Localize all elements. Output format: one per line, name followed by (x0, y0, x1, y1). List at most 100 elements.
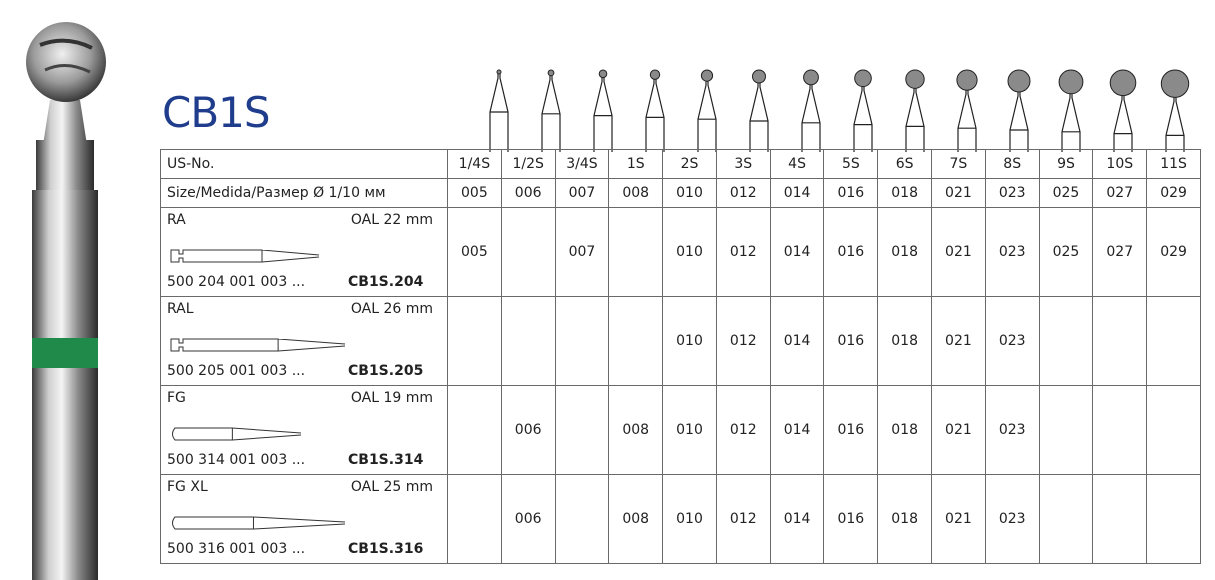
shank-size-cell: 018 (877, 207, 933, 297)
size-cell: 029 (1146, 178, 1201, 208)
shank-size-cell: 010 (662, 385, 717, 475)
size-cell: 012 (715, 178, 771, 208)
shank-size-cell (500, 296, 556, 386)
bur-photo (26, 22, 106, 580)
shank-size-cell: 023 (984, 385, 1040, 475)
shank-size-cell: 008 (608, 385, 664, 475)
size-cell: 027 (1092, 178, 1148, 208)
size-label: Size/Medida/Размер Ø 1/10 мм (160, 178, 448, 208)
size-cell: 025 (1038, 178, 1094, 208)
shank-size-cell (1038, 296, 1094, 386)
shank-info-cell: RAL OAL 26 mm 500 205 001 003 ... CB1S.205 (160, 296, 448, 386)
us-number-cell: 5S (823, 149, 879, 179)
shank-size-cell: 010 (662, 207, 717, 297)
shank-size-cell (447, 385, 502, 475)
shank-size-cell (608, 296, 664, 386)
shank-size-cell (1146, 296, 1201, 386)
size-cell: 006 (500, 178, 556, 208)
us-number-cell: 10S (1092, 149, 1148, 179)
shank-overall-length: OAL 19 mm (350, 390, 433, 406)
shank-size-cell: 012 (715, 474, 771, 564)
shank-size-cell (554, 474, 610, 564)
bur-head-shape-icon (1007, 69, 1031, 152)
shank-size-cell: 021 (931, 474, 986, 564)
us-number-cell: 6S (877, 149, 933, 179)
shank-article-number: 500 316 001 003 ... (167, 541, 306, 557)
shank-size-cell: 010 (662, 474, 717, 564)
size-cell: 005 (447, 178, 502, 208)
shank-outline-icon (172, 427, 302, 441)
shank-size-cell (1092, 296, 1148, 386)
shank-type-name: RAL (167, 301, 194, 317)
shank-size-cell (1038, 385, 1094, 475)
shank-size-cell: 007 (554, 207, 610, 297)
bur-head-shape-row (489, 69, 1190, 152)
shank-size-cell: 023 (984, 207, 1040, 297)
bur-head-shape-icon (1058, 69, 1084, 152)
shank-size-cell (608, 207, 664, 297)
size-cell: 014 (769, 178, 825, 208)
shank-size-cell: 021 (931, 296, 986, 386)
shank-size-cell (447, 474, 502, 564)
shank-product-code: CB1S.205 (348, 363, 424, 379)
size-cell: 023 (984, 178, 1040, 208)
shank-size-cell: 029 (1146, 207, 1201, 297)
shank-article-number: 500 205 001 003 ... (167, 363, 306, 379)
shank-overall-length: OAL 26 mm (350, 301, 433, 317)
bur-head-shape-icon (956, 69, 978, 152)
size-cell: 021 (931, 178, 986, 208)
shank-outline-icon (172, 516, 346, 530)
bur-head-shape-icon (697, 69, 717, 152)
shank-size-cell: 016 (823, 474, 879, 564)
shank-size-cell (554, 296, 610, 386)
shank-size-cell: 014 (769, 385, 825, 475)
size-cell: 007 (554, 178, 610, 208)
shank-overall-length: OAL 22 mm (350, 212, 433, 228)
bur-head-shape-icon (541, 69, 561, 152)
us-number-cell: 4S (769, 149, 825, 179)
us-number-cell: 7S (931, 149, 986, 179)
shank-size-cell: 012 (715, 385, 771, 475)
shank-size-cell: 021 (931, 385, 986, 475)
us-number-cell: 9S (1038, 149, 1094, 179)
shank-outline-icon (170, 249, 320, 263)
shank-article-number: 500 204 001 003 ... (167, 274, 306, 290)
shank-size-cell: 018 (877, 385, 933, 475)
shank-outline-icon (170, 338, 346, 352)
product-title: CB1S (162, 88, 271, 137)
shank-product-code: CB1S.314 (348, 452, 424, 468)
bur-head-shape-icon (853, 69, 873, 152)
size-cell: 018 (877, 178, 933, 208)
shank-size-cell (1146, 385, 1201, 475)
bur-head-shape-icon (1109, 69, 1137, 152)
shank-size-cell: 014 (769, 207, 825, 297)
us-number-cell: 3S (715, 149, 771, 179)
shank-size-cell (1038, 474, 1094, 564)
shank-size-cell: 008 (608, 474, 664, 564)
bur-head-shape-icon (1160, 69, 1190, 152)
shank-size-cell: 006 (500, 474, 556, 564)
shank-size-cell (1092, 385, 1148, 475)
us-number-cell: 1/2S (500, 149, 556, 179)
shank-size-cell: 005 (447, 207, 502, 297)
shank-type-name: FG XL (167, 479, 208, 495)
shank-overall-length: OAL 25 mm (350, 479, 433, 495)
shank-type-name: RA (167, 212, 186, 228)
shank-size-cell: 014 (769, 296, 825, 386)
bur-head-shape-icon (489, 69, 509, 152)
shank-size-cell (447, 296, 502, 386)
shank-size-cell: 012 (715, 296, 771, 386)
shank-size-cell: 021 (931, 207, 986, 297)
shank-size-cell: 018 (877, 296, 933, 386)
shank-size-cell: 010 (662, 296, 717, 386)
shank-size-cell: 012 (715, 207, 771, 297)
us-number-cell: 11S (1146, 149, 1201, 179)
